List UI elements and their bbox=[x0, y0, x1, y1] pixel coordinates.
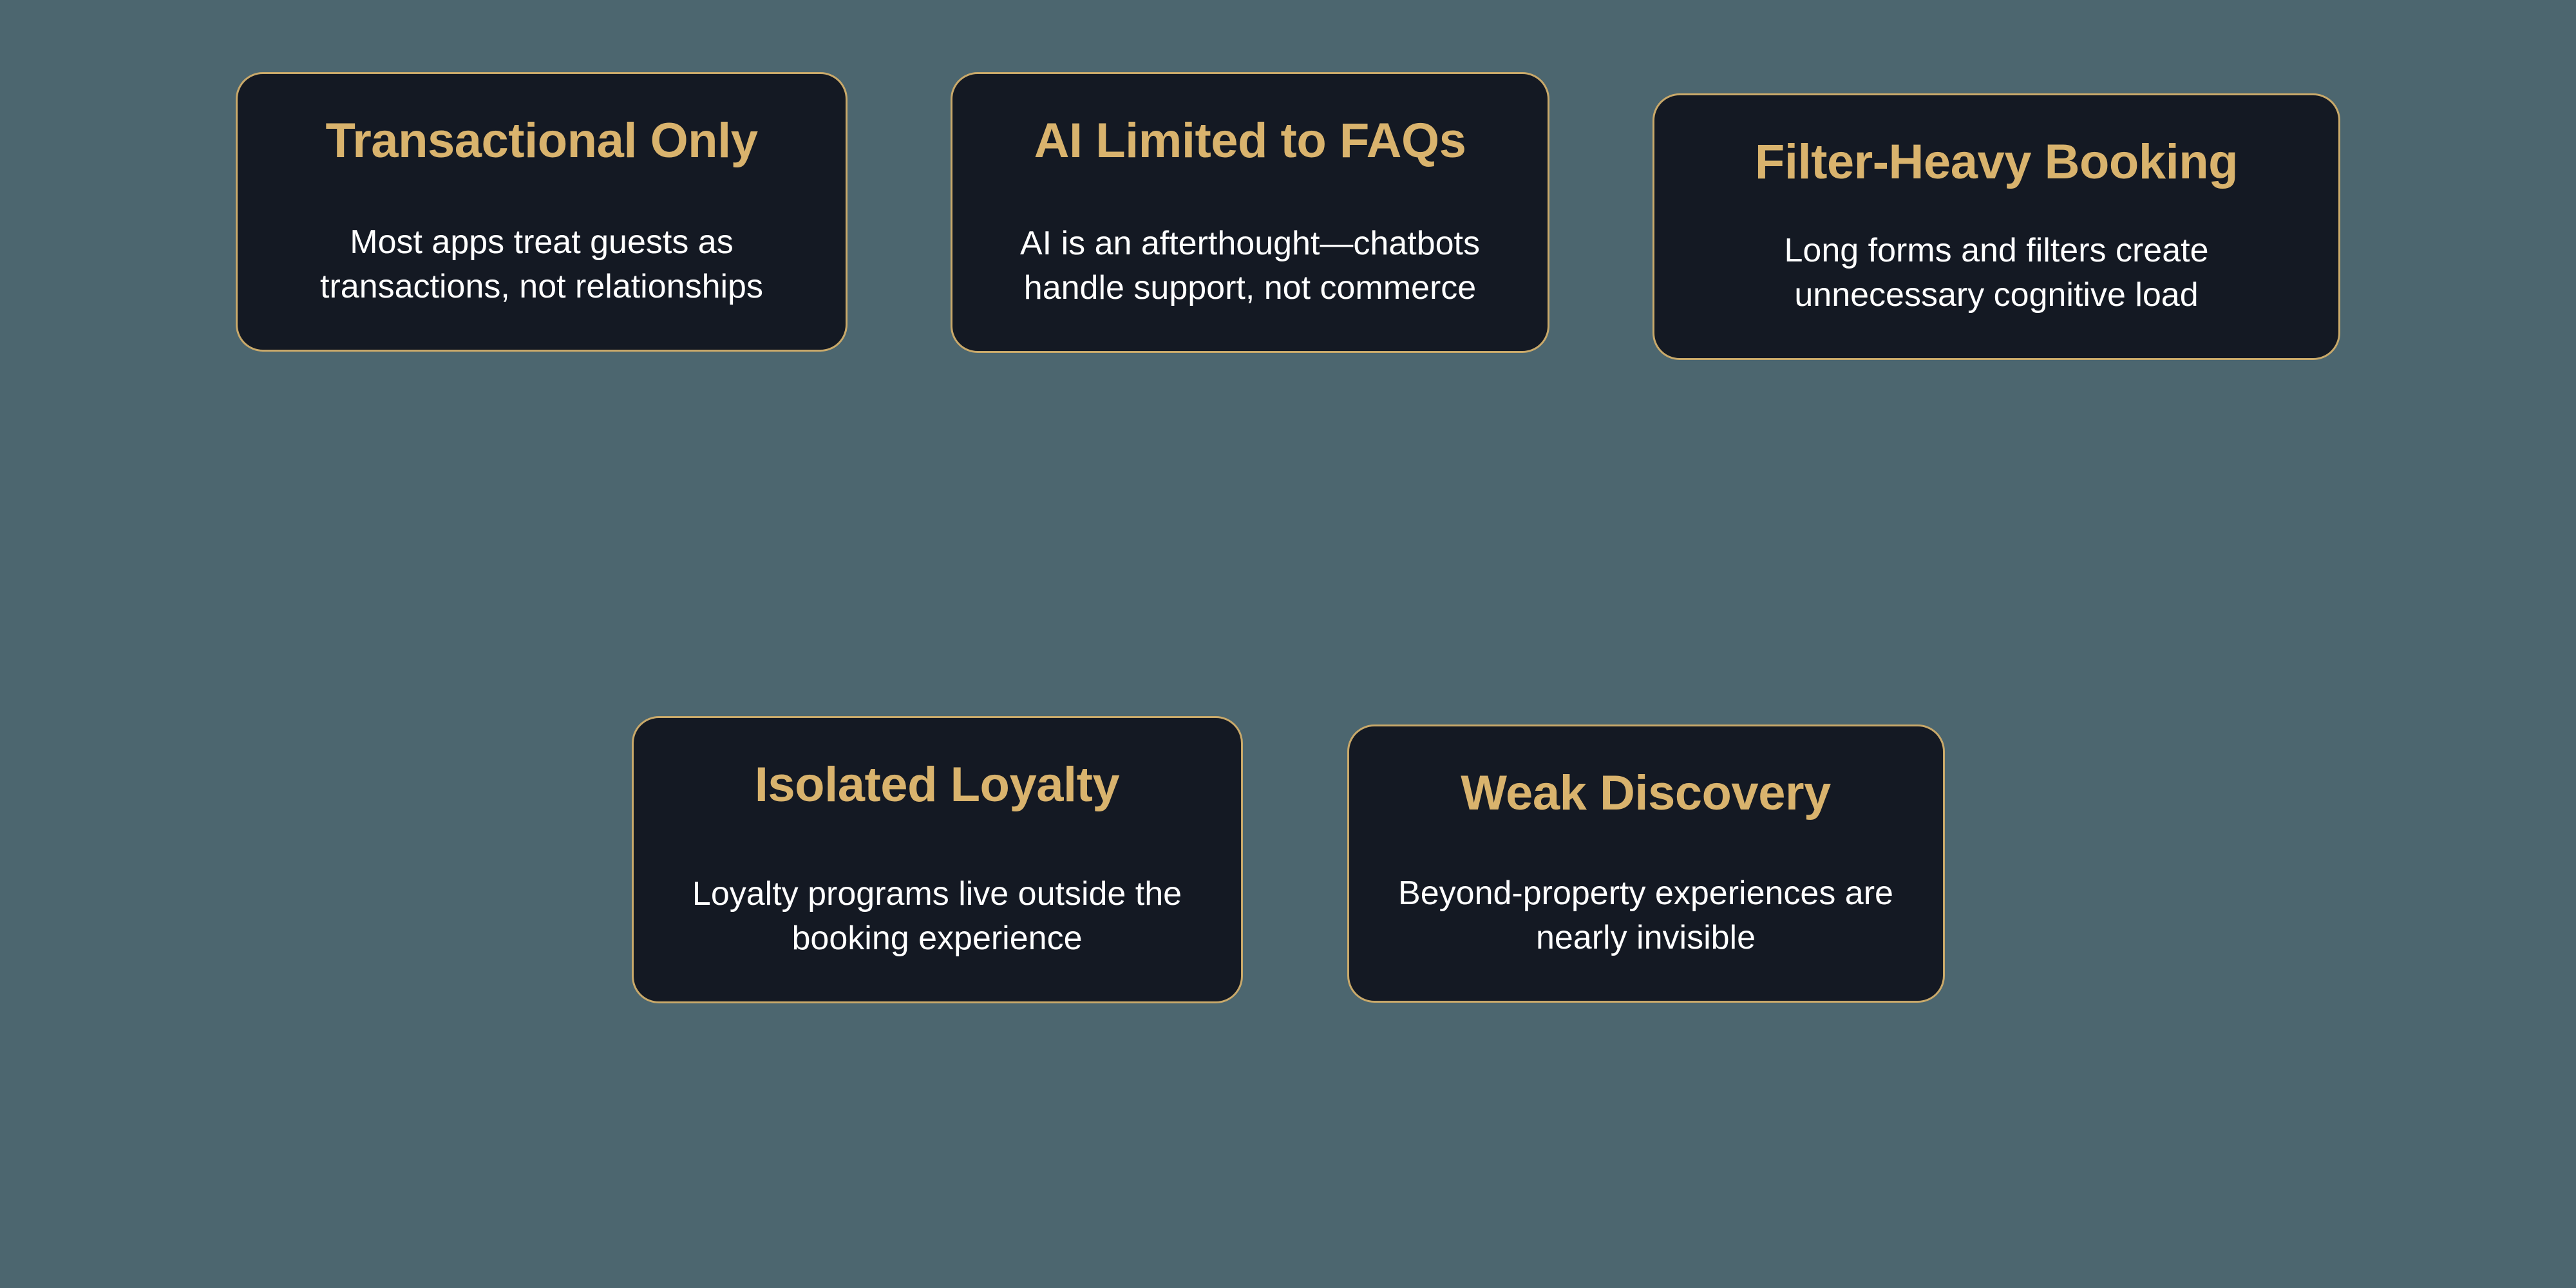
card-title: Filter-Heavy Booking bbox=[1754, 135, 2239, 189]
card-description: Beyond-property experiences are nearly i… bbox=[1398, 874, 1893, 957]
problem-card-weak-discovery[interactable]: Weak Discovery Beyond-property experienc… bbox=[1347, 724, 1945, 1003]
card-description: Most apps treat guests as transactions, … bbox=[320, 223, 763, 306]
card-title: Isolated Loyalty bbox=[754, 757, 1120, 812]
problem-card-filter-heavy-booking[interactable]: Filter-Heavy Booking Long forms and filt… bbox=[1653, 93, 2340, 361]
problem-card-ai-limited-to-faqs[interactable]: AI Limited to FAQs AI is an afterthought… bbox=[951, 72, 1549, 354]
card-title: AI Limited to FAQs bbox=[1034, 113, 1466, 168]
card-row-bottom: Isolated Loyalty Loyalty programs live o… bbox=[0, 716, 2576, 1004]
card-title: Weak Discovery bbox=[1461, 766, 1831, 820]
card-title: Transactional Only bbox=[325, 113, 759, 168]
card-description: AI is an afterthought—chatbots handle su… bbox=[1020, 224, 1480, 307]
card-description: Loyalty programs live outside the bookin… bbox=[692, 875, 1182, 958]
card-row-top: Transactional Only Most apps treat guest… bbox=[0, 72, 2576, 361]
problem-card-isolated-loyalty[interactable]: Isolated Loyalty Loyalty programs live o… bbox=[631, 716, 1243, 1004]
problem-card-transactional-only[interactable]: Transactional Only Most apps treat guest… bbox=[236, 72, 848, 352]
card-description: Long forms and filters create unnecessar… bbox=[1784, 231, 2209, 314]
